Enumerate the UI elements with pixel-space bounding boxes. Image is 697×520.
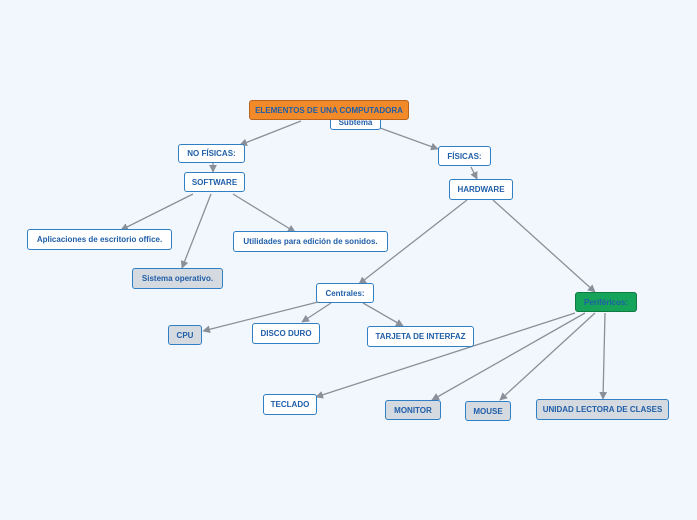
node-hardware[interactable]: HARDWARE: [449, 179, 513, 200]
edge-software-sistema: [180, 193, 212, 269]
edge-root-no-fisicas: [239, 120, 302, 147]
edge-centrales-cpu: [202, 301, 319, 334]
node-root[interactable]: ELEMENTOS DE UNA COMPUTADORA: [249, 100, 409, 120]
edge-software-aplicaciones: [120, 193, 194, 231]
node-perifericos[interactable]: Periféricos:: [575, 292, 637, 312]
node-teclado[interactable]: TECLADO: [263, 394, 317, 415]
node-cpu[interactable]: CPU: [168, 325, 202, 345]
node-utilidades[interactable]: Utilidades para edición de sonidos.: [233, 231, 388, 252]
node-mouse[interactable]: MOUSE: [465, 401, 511, 421]
node-software[interactable]: SOFTWARE: [184, 172, 245, 192]
edge-fisicas-hardware: [470, 166, 478, 180]
edge-software-utilidades: [232, 193, 296, 233]
node-monitor[interactable]: MONITOR: [385, 400, 441, 420]
edge-hardware-centrales: [358, 199, 468, 285]
edge-centrales-tarjeta: [362, 302, 404, 327]
node-fisicas[interactable]: FÍSICAS:: [438, 146, 491, 166]
node-sistema-operativo[interactable]: Sistema operativo.: [132, 268, 223, 289]
edge-perifericos-mouse: [499, 312, 596, 401]
node-unidad-lectora[interactable]: UNIDAD LECTORA DE CLASES: [536, 399, 669, 420]
edge-perifericos-teclado: [315, 312, 576, 399]
node-tarjeta[interactable]: TARJETA DE INTERFAZ: [367, 326, 474, 347]
node-centrales[interactable]: Centrales:: [316, 283, 374, 303]
node-no-fisicas[interactable]: NO FÍSICAS:: [178, 144, 245, 163]
edge-centrales-disco: [301, 302, 332, 323]
node-disco-duro[interactable]: DISCO DURO: [252, 323, 320, 344]
node-aplicaciones[interactable]: Aplicaciones de escritorio office.: [27, 229, 172, 250]
edge-perifericos-monitor: [431, 312, 586, 401]
edge-root-fisicas: [379, 127, 439, 151]
edge-perifericos-unidad: [599, 312, 608, 400]
edge-hardware-perifericos: [492, 199, 596, 293]
